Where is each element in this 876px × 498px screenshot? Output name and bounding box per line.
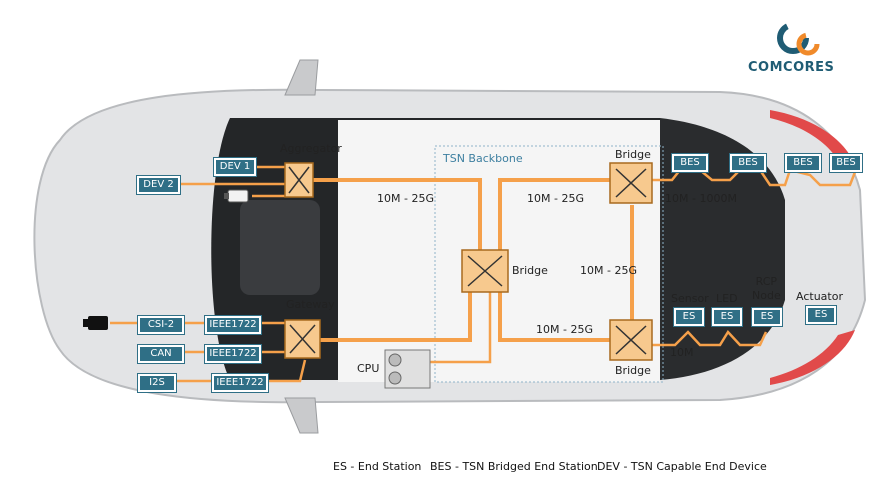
es-box-sensor: ES (674, 308, 704, 326)
ieee1722-box-2: IEEE1722 (205, 345, 261, 363)
can-box: CAN (138, 345, 184, 363)
mirror-top (284, 59, 319, 96)
ieee1722-box-3: IEEE1722 (212, 374, 268, 392)
switch-top (609, 162, 653, 204)
bes-box-3: BES (785, 154, 821, 172)
backbone-links (313, 178, 634, 342)
es-box-actuator: ES (806, 306, 836, 324)
tail-light-bottom (770, 330, 855, 385)
speed-center-bottom: 10M - 25G (536, 323, 593, 336)
legend-bes: BES - TSN Bridged End Station (430, 460, 598, 473)
camera-icon-left (83, 316, 108, 330)
bridge-center-label: Bridge (512, 264, 548, 277)
dev1-box: DEV 1 (214, 158, 256, 176)
es-box-rcp: ES (752, 308, 782, 326)
speed-bes-link: 10M - 1000M (665, 192, 737, 205)
switch-center (461, 249, 509, 293)
link-es-chain (652, 329, 768, 347)
speed-es-link: 10M (670, 346, 694, 359)
sensor-label: Sensor (671, 292, 709, 305)
switch-gateway (284, 319, 321, 359)
cpu-label: CPU (357, 362, 380, 375)
tsn-backbone-frame (434, 145, 664, 383)
bes-box-2: BES (730, 154, 766, 172)
bridge-top-label: Bridge (615, 148, 651, 161)
ieee1722-box-1: IEEE1722 (205, 316, 261, 334)
speed-agg-center: 10M - 25G (377, 192, 434, 205)
switch-bottom (609, 319, 653, 361)
rcp-node-label: RCP Node (752, 275, 781, 302)
dev2-box: DEV 2 (137, 176, 180, 194)
es-box-led: ES (712, 308, 742, 326)
actuator-label: Actuator (796, 290, 843, 303)
link-cpu (430, 292, 492, 364)
cpu-module (384, 349, 431, 389)
bes-box-4: BES (830, 154, 862, 172)
seat-front (240, 200, 320, 295)
link-agg-center (313, 178, 482, 250)
link-gw-center (320, 292, 472, 342)
bes-box-1: BES (672, 154, 708, 172)
bridge-bottom-label: Bridge (615, 364, 651, 377)
switch-aggregator (284, 162, 314, 198)
mirror-bottom (284, 397, 319, 434)
speed-top-bottom: 10M - 25G (580, 264, 637, 277)
legend-dev: DEV - TSN Capable End Device (597, 460, 767, 473)
link-center-top (498, 178, 610, 250)
tail-light-top (770, 110, 855, 165)
comcores-logo-icon (777, 22, 820, 56)
aggregator-label: Aggregator (280, 142, 342, 155)
led-label: LED (716, 292, 738, 305)
brand-name: COMCORES (748, 60, 835, 75)
i2s-box: I2S (138, 374, 176, 392)
legend-es: ES - End Station (333, 460, 422, 473)
speed-center-top: 10M - 25G (527, 192, 584, 205)
tsn-backbone-label: TSN Backbone (443, 152, 523, 165)
gateway-label: Gateway (286, 298, 335, 311)
link-center-bottom (498, 292, 610, 342)
csi2-box: CSI-2 (138, 316, 184, 334)
camera-icon-top (224, 189, 249, 203)
